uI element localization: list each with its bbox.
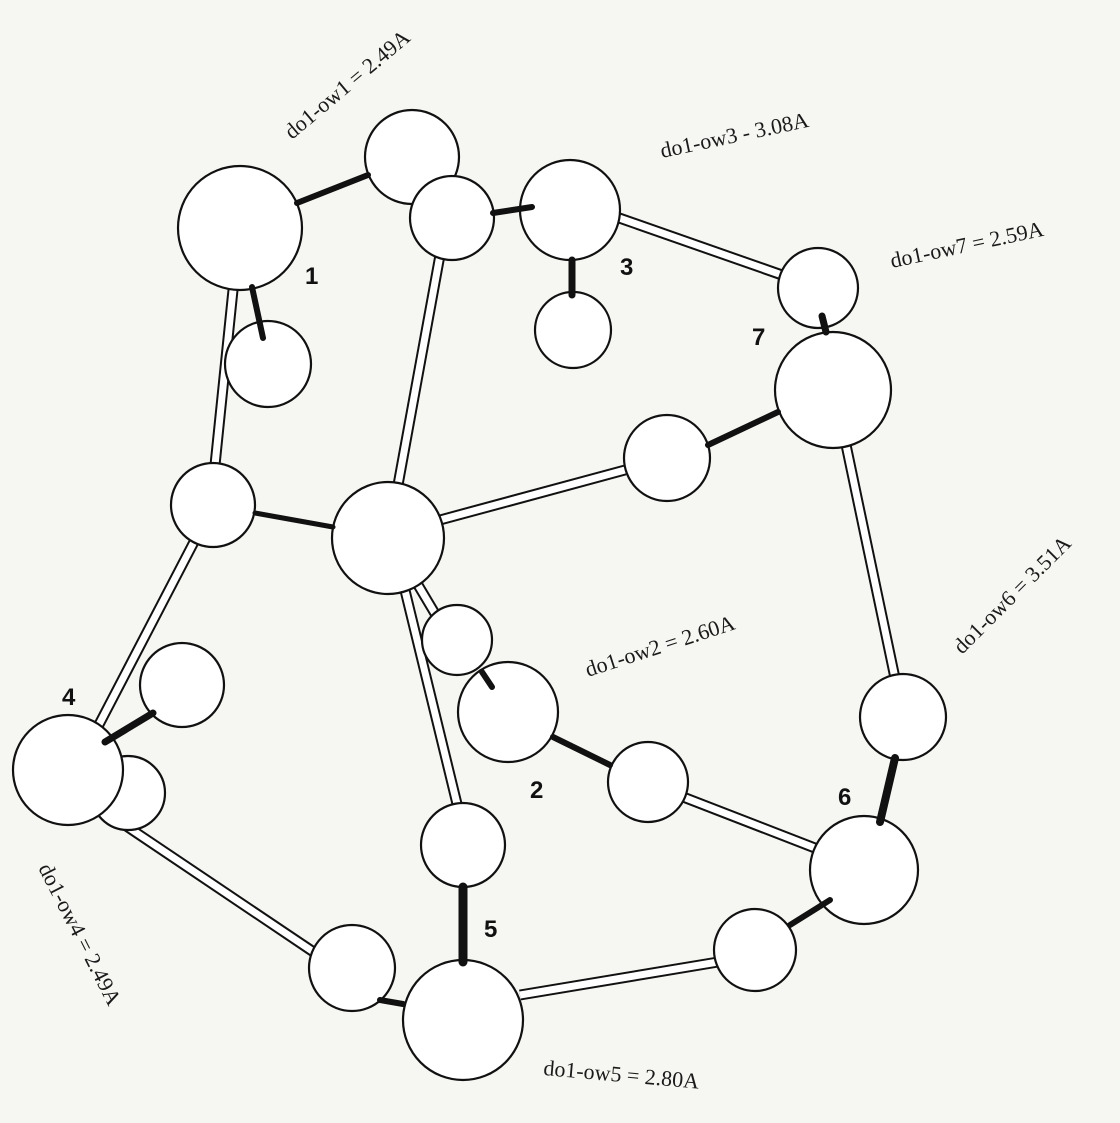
hbond-7-7c xyxy=(705,409,781,448)
atom-4b xyxy=(169,461,257,549)
site-number-1: 1 xyxy=(305,263,318,290)
site-number-5: 5 xyxy=(484,916,497,943)
atom-4-large xyxy=(11,713,125,827)
hbond-1-1c xyxy=(294,172,371,206)
atom-5-large xyxy=(401,958,525,1082)
hbond-5c-5 xyxy=(377,997,406,1007)
hbond-4c-4 xyxy=(101,709,157,746)
site-number-3: 3 xyxy=(620,254,633,281)
atom-3-large xyxy=(518,158,622,262)
framework-bond-4c-5c xyxy=(106,810,322,960)
hbond-1d-3 xyxy=(490,204,535,216)
site-number-4: 4 xyxy=(62,684,76,711)
distance-label-ow6: do1-ow6 = 3.51A xyxy=(948,530,1076,658)
site-number-2: 2 xyxy=(530,777,543,804)
site-number-7: 7 xyxy=(752,324,765,351)
atom-4c xyxy=(138,641,226,729)
atom-6-large xyxy=(808,814,920,926)
hbond-4b-center xyxy=(252,510,336,530)
framework-bond-7b-6a xyxy=(839,438,901,680)
atom-2c xyxy=(606,740,690,824)
atom-7-large xyxy=(773,330,893,450)
atom-6c xyxy=(712,907,798,993)
hbond-2-2c xyxy=(550,734,613,768)
framework-bond-2c-6b xyxy=(676,789,822,856)
hbond-2a-2 xyxy=(479,669,495,690)
atom-1d xyxy=(408,174,496,262)
site-number-6: 6 xyxy=(838,784,851,811)
distance-label-ow3: do1-ow3 - 3.08A xyxy=(658,107,811,163)
framework-bond-5-6c xyxy=(519,956,719,1001)
atom-5a xyxy=(419,801,507,889)
atom-7a xyxy=(776,246,860,330)
site-numbers: 1 3 7 4 2 6 5 xyxy=(62,254,851,943)
atom-5c xyxy=(307,923,397,1013)
atoms xyxy=(11,108,948,1082)
atom-6a xyxy=(858,672,948,762)
distance-label-ow2: do1-ow2 = 2.60A xyxy=(582,610,738,682)
distance-label-ow4: do1-ow4 = 2.49A xyxy=(34,859,127,1009)
framework-bond-4b-4a xyxy=(87,537,200,741)
hbond-6a-6 xyxy=(876,754,899,826)
hbond-1-1b xyxy=(249,284,266,341)
framework-bonds xyxy=(87,207,901,1001)
hbond-6c-6 xyxy=(787,897,833,928)
framework-bond-3-7a xyxy=(603,207,784,281)
atom-center-large xyxy=(330,480,446,596)
atom-2-large xyxy=(456,660,560,764)
atom-7c xyxy=(622,413,712,503)
framework-bond-center-7c xyxy=(438,464,627,526)
framework-bond-center-5a xyxy=(396,576,464,810)
distance-label-ow5: do1-ow5 = 2.80A xyxy=(543,1055,701,1094)
hydrogen-bonds xyxy=(101,172,899,1007)
atom-1-large xyxy=(176,164,304,292)
atom-1b xyxy=(223,319,313,409)
distance-label-ow7: do1-ow7 = 2.59A xyxy=(888,216,1046,273)
hbond-7a-7 xyxy=(818,312,830,336)
atom-3b xyxy=(533,290,613,370)
framework-bond-1a-4b xyxy=(209,289,239,466)
framework-bond-1c-center xyxy=(392,254,446,486)
atom-2a xyxy=(420,603,494,677)
